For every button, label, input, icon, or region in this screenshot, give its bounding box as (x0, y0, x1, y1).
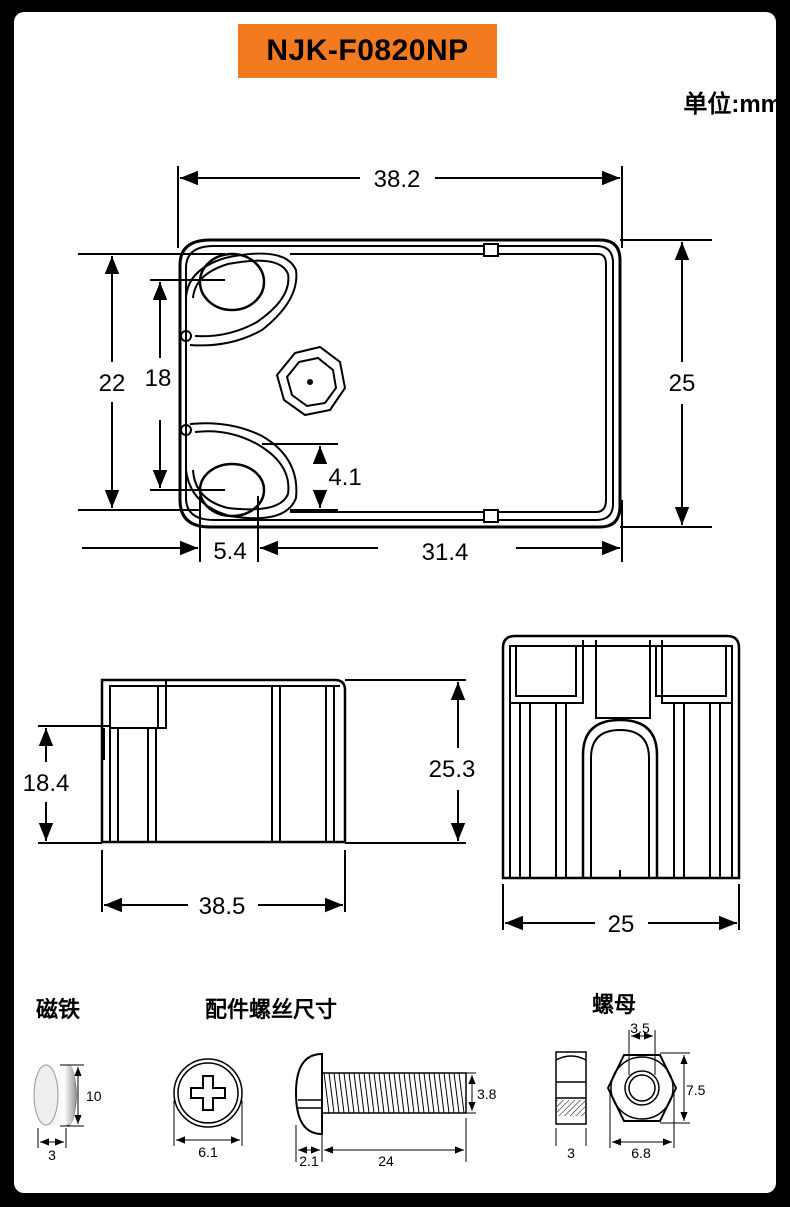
screw-length: 24 (378, 1153, 394, 1169)
dim-pitch-18: 18 (145, 365, 172, 392)
nut-side-figure (555, 1051, 587, 1146)
dim-length-31-4: 31.4 (422, 539, 469, 566)
nut-front-figure (606, 1030, 690, 1148)
dim-length-38-5: 38.5 (199, 893, 246, 920)
magnet-diameter: 10 (86, 1088, 102, 1104)
unit-label: 单位:mm (683, 91, 782, 118)
dim-height-25: 25 (669, 370, 696, 397)
end-view-dimensions (502, 884, 740, 931)
screw-thread-diameter: 3.8 (477, 1086, 497, 1102)
side-view-dimensions (38, 679, 466, 913)
side-view (100, 678, 347, 844)
magnet-figure (33, 1064, 84, 1148)
screw-head-figure (173, 1058, 243, 1146)
dim-offset-5-4: 5.4 (213, 538, 246, 565)
dim-width-38-2: 38.2 (374, 166, 421, 193)
dim-height-18-4: 18.4 (23, 770, 70, 797)
dim-offset-4-1: 4.1 (328, 464, 361, 491)
nut-thickness: 3 (567, 1145, 575, 1161)
dim-height-25-3: 25.3 (429, 756, 476, 783)
magnet-thickness: 3 (48, 1147, 56, 1163)
magnet-title: 磁铁 (36, 997, 81, 1022)
nut-across-flats: 6.8 (631, 1145, 651, 1161)
top-view-dimensions (78, 166, 712, 562)
top-view (178, 238, 622, 529)
nut-hole: 3.5 (630, 1020, 650, 1036)
nut-title: 螺母 (592, 992, 637, 1017)
drawing-card (14, 12, 776, 1193)
screw-head-height: 2.1 (299, 1153, 319, 1169)
model-badge: NJK-F0820NP (238, 24, 497, 78)
dim-height-22: 22 (99, 370, 126, 397)
screw-thread (323, 1072, 465, 1114)
end-view (501, 634, 741, 880)
dim-width-25-end: 25 (608, 911, 635, 938)
nut-across-corners: 7.5 (686, 1082, 706, 1098)
screw-title: 配件螺丝尺寸 (205, 997, 338, 1022)
screw-head-diameter: 6.1 (198, 1144, 218, 1160)
screw-side-figure (294, 1052, 476, 1162)
